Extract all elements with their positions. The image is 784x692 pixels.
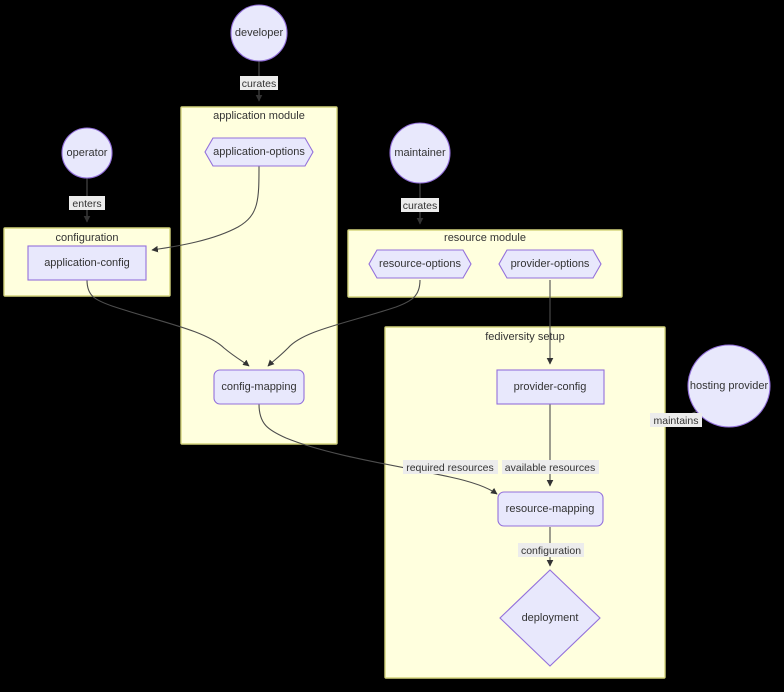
node-developer[interactable]: developer	[230, 4, 288, 62]
node-maintainer-label: maintainer	[394, 147, 446, 159]
edge-config-mapping-to-resource-mapping	[258, 403, 498, 495]
edge-label-curates-maintainer-text: curates	[403, 200, 437, 212]
edge-label-enters-bg	[69, 196, 105, 210]
node-application-options[interactable]: application-options	[204, 137, 314, 167]
node-developer-label: developer	[235, 27, 284, 39]
edge-label-available-resources: available resources	[502, 460, 599, 474]
node-resource-mapping[interactable]: resource-mapping	[497, 491, 604, 527]
node-provider-config-label: provider-config	[514, 381, 587, 393]
edge-label-enters-text: enters	[72, 198, 101, 210]
cluster-configuration-label: configuration	[56, 232, 119, 244]
edge-label-required-resources-bg	[403, 460, 498, 474]
node-provider-options-label: provider-options	[511, 258, 590, 270]
node-config-mapping-label: config-mapping	[221, 381, 296, 393]
edge-label-enters: enters	[69, 196, 105, 210]
node-provider-options-shape[interactable]	[498, 249, 602, 279]
edge-label-available-resources-text: available resources	[505, 462, 595, 474]
cluster-application-module-label: application module	[213, 110, 305, 122]
node-provider-options[interactable]: provider-options	[498, 249, 602, 279]
node-resource-options-label: resource-options	[379, 258, 461, 270]
cluster-fediversity-setup-label: fediversity setup	[485, 331, 564, 343]
edge-path-required-resources	[258, 403, 498, 495]
node-operator-shape[interactable]	[61, 127, 113, 179]
edge-label-curates-developer-bg	[240, 76, 278, 90]
node-provider-config-shape[interactable]	[496, 369, 605, 405]
edge-path-application-config-config-mapping	[86, 279, 250, 367]
node-application-config[interactable]: application-config	[27, 245, 147, 281]
node-hosting-provider[interactable]: hosting provider	[687, 344, 771, 428]
edge-application-config-to-config-mapping	[86, 279, 250, 367]
node-hosting-provider-shape[interactable]	[687, 344, 771, 428]
node-resource-options[interactable]: resource-options	[368, 249, 472, 279]
edge-path-resource-options-config-mapping	[267, 279, 421, 367]
edge-label-curates-developer-text: curates	[242, 78, 276, 90]
cluster-application-module-box	[180, 106, 338, 445]
node-application-options-shape[interactable]	[204, 137, 314, 167]
node-application-config-shape[interactable]	[27, 245, 147, 281]
edge-resource-options-to-config-mapping	[267, 279, 421, 367]
cluster-resource-module-label: resource module	[444, 232, 526, 244]
node-maintainer[interactable]: maintainer	[389, 122, 451, 184]
edge-label-maintains-bg	[650, 413, 702, 427]
node-resource-mapping-shape[interactable]	[497, 491, 604, 527]
edge-label-configuration-text: configuration	[521, 545, 581, 557]
edge-label-available-resources-bg	[502, 460, 599, 474]
edge-application-options-to-application-config	[151, 164, 260, 253]
node-config-mapping-shape[interactable]	[213, 369, 305, 405]
cluster-resource-module: resource module	[347, 229, 623, 298]
node-deployment-shape[interactable]	[499, 569, 601, 667]
node-hosting-provider-label: hosting provider	[690, 380, 769, 392]
node-resource-mapping-label: resource-mapping	[506, 503, 595, 515]
node-operator-label: operator	[67, 147, 108, 159]
cluster-application-module: application module	[180, 106, 338, 445]
node-developer-shape[interactable]	[230, 4, 288, 62]
node-config-mapping[interactable]: config-mapping	[213, 369, 305, 405]
node-resource-options-shape[interactable]	[368, 249, 472, 279]
edge-label-required-resources: required resources	[403, 460, 498, 474]
edge-label-maintains-text: maintains	[654, 415, 699, 427]
edge-label-curates-developer: curates	[240, 76, 278, 90]
edge-path-application-options-application-config	[151, 164, 260, 253]
node-application-options-label: application-options	[213, 146, 305, 158]
node-application-config-label: application-config	[44, 257, 130, 269]
node-maintainer-shape[interactable]	[389, 122, 451, 184]
edge-label-curates-maintainer-bg	[401, 198, 439, 212]
node-deployment-label: deployment	[522, 612, 579, 624]
edge-label-configuration-bg	[518, 543, 584, 557]
node-operator[interactable]: operator	[61, 127, 113, 179]
edge-label-required-resources-text: required resources	[406, 462, 494, 474]
edge-label-maintains: maintains	[650, 413, 702, 427]
cluster-resource-module-box	[347, 229, 623, 298]
node-deployment[interactable]: deployment	[499, 569, 601, 667]
edge-label-curates-maintainer: curates	[401, 198, 439, 212]
edge-label-configuration: configuration	[518, 543, 584, 557]
node-provider-config[interactable]: provider-config	[496, 369, 605, 405]
